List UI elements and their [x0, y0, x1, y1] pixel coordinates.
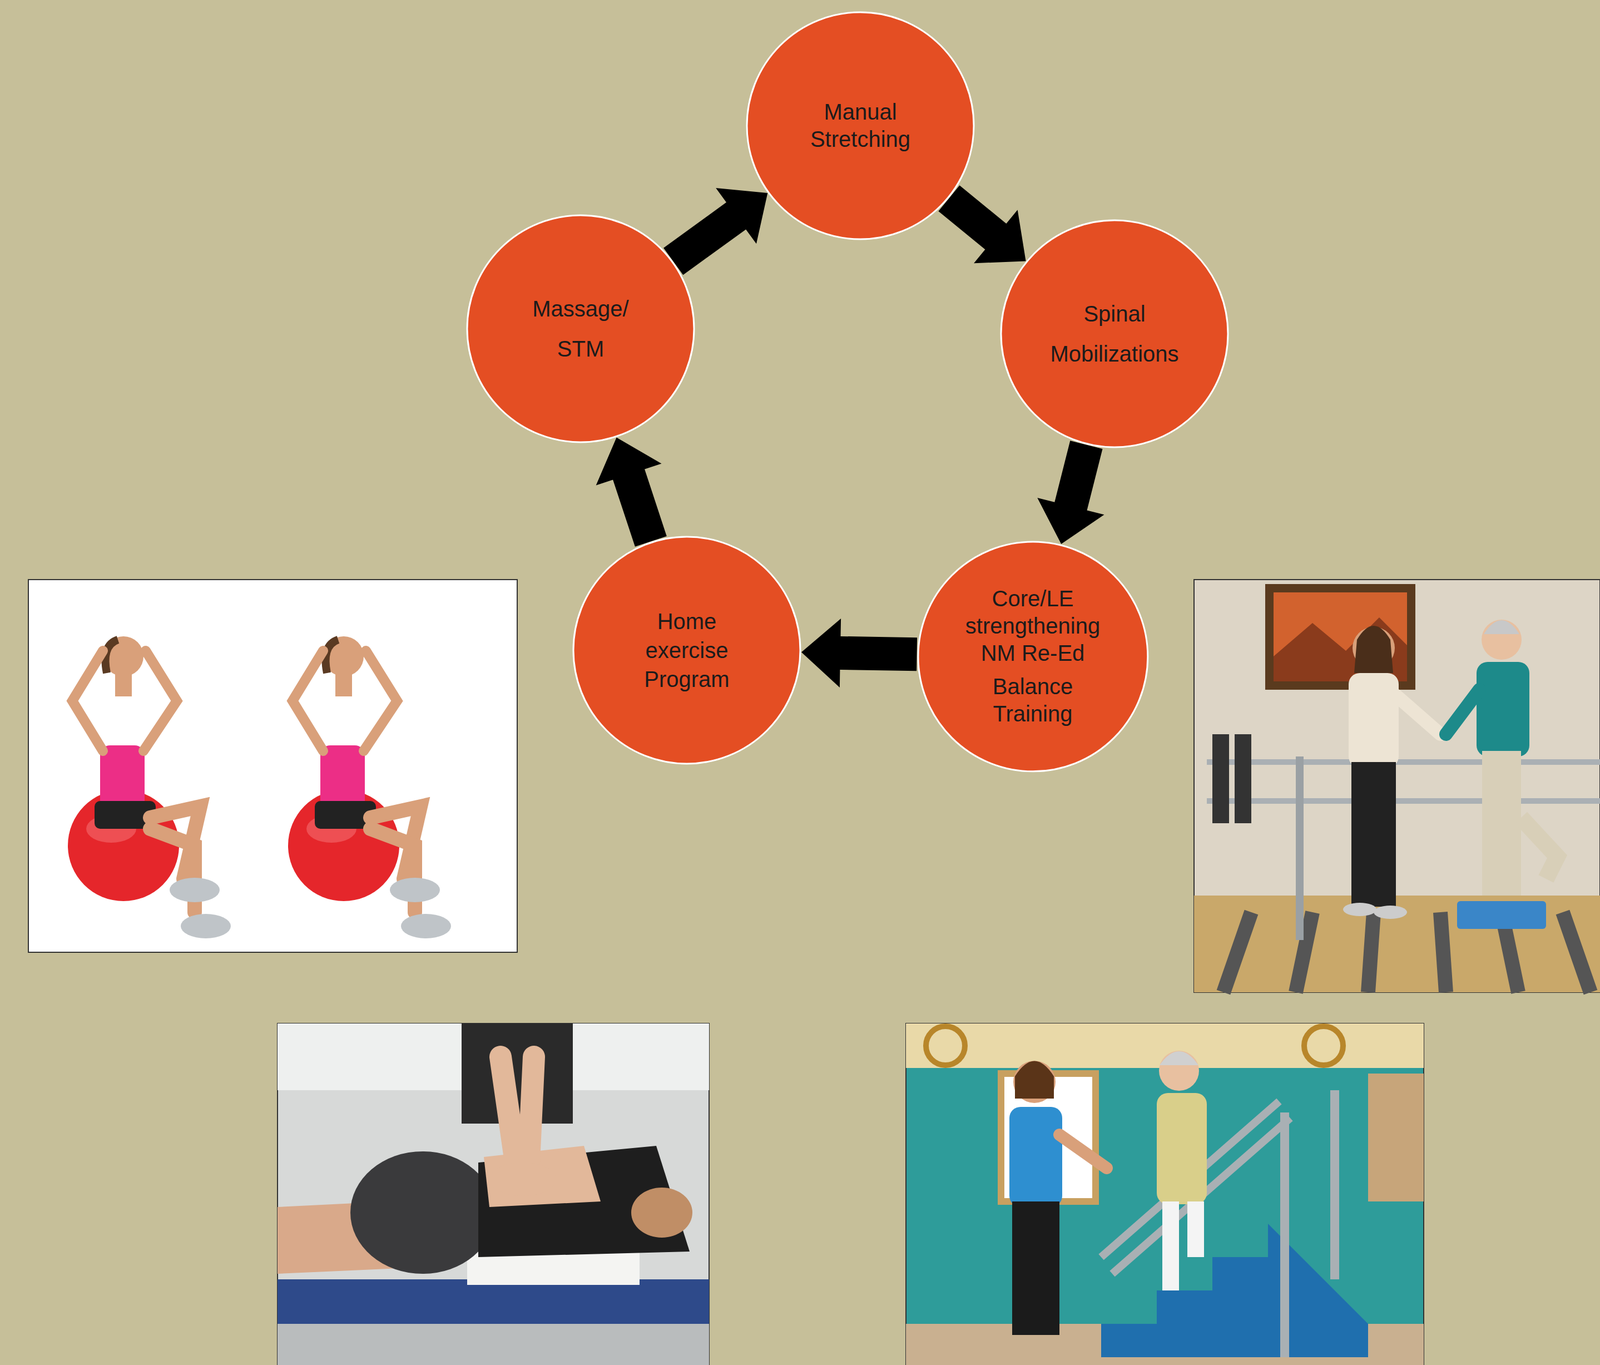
text-stack: Manual Stretching: [796, 98, 925, 153]
circle-outline: [999, 219, 1230, 449]
circle-outline: [745, 11, 975, 241]
patient: [1156, 1050, 1207, 1291]
text-stack: Spinal Mobilizations: [1033, 293, 1196, 374]
block-arrow: [801, 618, 918, 688]
circle-shape: [573, 536, 801, 764]
step-label: Manual Stretching: [796, 98, 925, 153]
stair-training-photo: [905, 1023, 1424, 1365]
block-arrow: [1037, 440, 1104, 544]
woman-on-ball: [288, 636, 452, 939]
step-label: Balance Training: [952, 672, 1114, 728]
therapist: [1009, 1060, 1107, 1335]
exercise-ball-photo: [28, 579, 518, 953]
text-stack: Home exercise Program: [628, 606, 746, 694]
circle-shape: [1001, 220, 1228, 448]
block-arrow: [663, 187, 768, 275]
step-label: Massage/ STM: [527, 288, 634, 369]
patient: [1445, 619, 1558, 929]
balance-training-photo: [1194, 579, 1600, 993]
circle-shape: [746, 12, 974, 240]
circle-outline: [466, 214, 696, 444]
patient-lying: [277, 1145, 693, 1274]
step-circle: Manual Stretching: [745, 11, 975, 241]
therapist-hands: [461, 1023, 573, 1196]
step-circle: Massage/ STM: [466, 214, 696, 444]
step-label: Core/LE strengthening NM Re-Ed: [952, 585, 1114, 667]
spinal-mobilization-photo: [277, 1023, 710, 1365]
step-circle: Spinal Mobilizations: [999, 219, 1230, 449]
block-arrow: [938, 185, 1026, 264]
text-stack: Massage/ STM: [527, 288, 634, 369]
step-circle: Home exercise Program: [572, 535, 802, 765]
block-arrow: [596, 437, 667, 547]
circle-shape: [918, 541, 1148, 772]
circle-shape: [467, 215, 695, 443]
step-label: Home exercise Program: [628, 606, 746, 694]
therapist: [1343, 625, 1441, 919]
text-stack: Core/LE strengthening NM Re-EdBalance Tr…: [952, 585, 1114, 728]
step-label: Spinal Mobilizations: [1033, 293, 1196, 374]
woman-on-ball: [67, 636, 231, 939]
step-circle: Core/LE strengthening NM Re-EdBalance Tr…: [917, 540, 1149, 773]
